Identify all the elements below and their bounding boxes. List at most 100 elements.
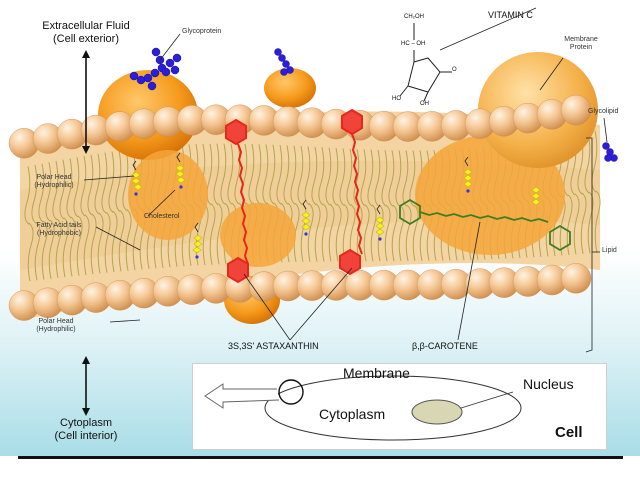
fatty-acid-tail [395,150,402,207]
fatty-acid-tail [209,203,216,265]
fatty-acid-tail [45,162,52,222]
fatty-acid-tail [38,163,45,223]
fatty-acid-tail [108,151,115,213]
fatty-acid-tail [283,145,290,205]
fatty-acid-tail [27,222,34,282]
glycoprotein-top [274,48,294,76]
fatty-acid-tail [398,204,405,262]
fatty-acid-tail [370,204,377,262]
fatty-acid-tail [248,143,255,205]
fatty-acid-tail [24,166,31,225]
cytoplasm-title: Cytoplasm [60,417,112,429]
polar-head-bottom-line2: (Hydrophilic) [36,326,76,334]
label-cholesterol: Cholesterol [144,213,180,220]
cell-inset: Membrane Nucleus Cytoplasm Cell [192,363,607,450]
bottom-rule [18,456,623,459]
fatty-acid-tail [101,152,108,214]
cytoplasm-subtitle: (Cell interior) [54,429,118,442]
polar-heads-top [8,94,592,159]
cholesterol-tails [132,152,469,233]
glycoprotein-left [129,47,182,91]
fatty-acid-tail [216,203,223,265]
inset-cytoplasm-label: Cytoplasm [319,406,386,422]
fatty-acid-tail [402,150,409,207]
fatty-acid-tail [290,145,297,205]
fatty-acid-tail [388,150,395,207]
polar-head-bottom-line1: Polar Head [38,318,74,325]
fatty-acid-tail [335,203,342,262]
cholesterol-2 [175,164,186,184]
fatty-acid-tail [328,203,335,262]
fatty-acid-tail [594,190,601,253]
fatty-acid-tail [83,214,90,275]
fatty-acid-tail [321,203,328,262]
nucleus-shape [411,399,463,425]
fatty-acid-tail [62,217,69,278]
fatty-acid-tail [206,143,213,206]
astaxanthin-right [339,108,363,276]
cholesterol-1 [131,171,143,191]
cholesterol-4 [301,211,311,231]
fatty-acid-tail [202,203,209,266]
label-polar-head-bottom: Polar Head (Hydrophilic) [28,318,84,334]
fatty-acid-tail [580,192,587,254]
fatty-acid-tail [220,143,227,205]
fatty-acid-tail [318,147,325,206]
label-polar-head-top: Polar Head (Hydrophilic) [26,174,82,190]
fatty-acid-tail [566,194,573,256]
inset-membrane-label: Membrane [343,365,410,381]
label-vitamin-c: VITAMIN C [488,10,533,20]
vitamin-c-structure [399,23,452,102]
membrane-protein-center [220,203,296,267]
fatty-acid-tail [363,204,370,262]
fatty-acid-tail [342,203,349,262]
vitamin-c-ho: HO [392,96,401,102]
extracellular-title: Extracellular Fluid [42,20,130,32]
fatty-acid-tail [76,215,83,276]
label-carotene: β,β-CAROTENE [412,341,478,351]
fatty-acid-tail [111,210,118,273]
fatty-acid-tail [412,204,419,262]
fatty-acid-line1: Fatty Acid tails [36,222,82,229]
fatty-acid-tail [311,146,318,206]
fatty-acid-tail [97,212,104,274]
fatty-acid-tail [59,159,66,220]
vitamin-c-hcoh: HC – OH [401,41,426,47]
nucleus-pointer-line [460,391,514,409]
fatty-acid-tail [276,144,283,205]
fatty-acid-tail [384,204,391,262]
label-extracellular: Extracellular Fluid (Cell exterior) [30,20,142,45]
fatty-acid-tail [122,149,129,212]
membrane-protein-left-inner [128,150,208,240]
fatty-acid-tail [332,147,339,206]
fatty-acid-tail [573,193,580,255]
label-fatty-acid: Fatty Acid tails (Hydrophobic) [24,222,94,238]
fatty-acid-tail [115,150,122,213]
glycolipid-molecule [602,142,618,162]
vitamin-c-oh: OH [420,101,429,107]
fatty-acid-tail [125,209,132,271]
fatty-acid-tail [374,149,381,207]
astaxanthin-left [225,118,249,284]
membrane-magnifier [278,379,304,405]
cholesterol-dots [134,185,470,259]
fatty-acid-tail [356,204,363,262]
fatty-acid-tail [391,204,398,262]
cell-membrane-outline [264,375,522,441]
fatty-acid-tail [293,202,300,263]
inset-cell-label: Cell [555,424,583,441]
vitamin-c-o: O [452,67,457,73]
cholesterol-3 [192,234,203,254]
fatty-acid-tail [73,157,80,218]
fatty-acid-tail [346,148,353,207]
membrane-pointer-arrow [204,383,280,409]
cholesterol-5 [375,216,385,236]
fatty-acid-tail [41,220,48,280]
fatty-acid-tail [227,143,234,205]
label-lipid: Lipid [602,247,617,254]
cholesterol-7 [531,186,541,206]
inset-nucleus-label: Nucleus [523,376,574,392]
fatty-acid-tail [269,144,276,205]
fatty-acid-tail [405,204,412,262]
